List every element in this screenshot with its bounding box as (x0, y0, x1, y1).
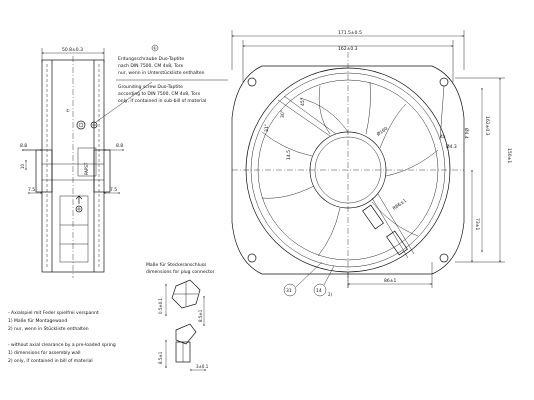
plug-dim-1: 0.5±0.1 (158, 297, 163, 314)
plug-dim-2: 8.5±1 (198, 309, 203, 322)
angle-a: 31° (264, 124, 270, 132)
dim-outer-dia-note: Ø4.4 (463, 128, 470, 139)
dim-connector-offset: 86±1 (384, 278, 396, 284)
angle-c: 45° (300, 98, 306, 106)
dim-side-width: 50.8±0.3 (62, 47, 83, 53)
ground-en-line-2: according to DIN 7500, CM 4x8, Torx (118, 91, 200, 97)
ground-de-line-2: nach DIN 7500, CM 4x8, Torx (118, 63, 183, 69)
dim-mount-spacing-h: 162±0.3 (338, 46, 358, 52)
dim-side-left-offset: 8.8 (20, 143, 27, 149)
ground-screw-note: ① Erdungsschraube Duo-Taptite nach DIN 7… (116, 44, 228, 104)
left-de-line-2: 1) Maße für Montagewand (8, 318, 67, 324)
hole-ring-dia: Ø160 (375, 125, 389, 138)
left-en-line-3: 2) only, if contained in bill of materia… (8, 358, 93, 364)
left-de-line-3: 2) nur, wenn in Stückliste enthalten (8, 326, 89, 332)
sticker-text: PAPST (84, 162, 89, 175)
dim-side-left-lower: 7.5 (28, 187, 35, 193)
ground-de-line-1: Erdungsschraube Duo-Taptite (118, 56, 184, 62)
dim-half-height: 73±1 (474, 218, 480, 230)
hole-dia: Ø4.3 (446, 143, 457, 150)
dim-side-right-lower: 7.5 (110, 187, 117, 193)
plug-dim-4: 3±0.1 (196, 364, 209, 369)
left-de-line-1: - Axialspiel mit Feder spielfrei verspan… (8, 310, 99, 316)
dim-overall-width: 171.5±0.5 (338, 30, 362, 36)
dim-side-right-offset: 8.8 (116, 143, 123, 149)
balloon-14: 14 (316, 288, 322, 294)
ground-en-line-3: only, if contained in sub-bill of materi… (118, 98, 206, 104)
dim-overall-height: 150±1 (506, 148, 512, 163)
plug-de: Maße für Steckeranschluss (146, 262, 207, 268)
angle-b: 30° (280, 110, 286, 118)
side-view: 50.8±0.3 ① PAPST 8. (20, 47, 153, 278)
ref-marker: ① (153, 46, 157, 51)
ground-en-line-1: Grounding screw Duo-Taptite (118, 84, 183, 90)
dim-mount-spacing-v: 162±0.3 (484, 116, 490, 136)
footnotes: - Axialspiel mit Feder spielfrei verspan… (8, 310, 116, 364)
ref-marker-side: ① (66, 108, 70, 113)
left-en-line-2: 1) dimensions for assembly wall (8, 350, 81, 356)
plug-en: dimensions for plug connector (146, 269, 215, 275)
radius-dim: R86±1 (392, 198, 408, 212)
plug-dim-3: 8.5±1 (158, 351, 163, 364)
front-view: 171.5±0.5 162±0.3 150±1 162±0.3 73±1 Ø4.… (231, 30, 512, 297)
balloon-31: 31 (286, 288, 292, 294)
plug-note: Maße für Steckeranschluss dimensions for… (146, 262, 215, 275)
dim-side-small-height: 10 (20, 163, 25, 169)
hole-count-note: 4x (440, 134, 446, 140)
balloon-2: 2) (328, 292, 333, 297)
dim-14-5: 14.5 (286, 150, 292, 160)
plug-detail: 0.5±0.1 8.5±1 8.5±1 3±0.1 (158, 279, 209, 371)
ground-de-line-3: nur, wenn in Unterstückliste enthalten (118, 70, 205, 76)
left-en-line-1: - without axial clearance by a pre-loade… (8, 342, 116, 348)
